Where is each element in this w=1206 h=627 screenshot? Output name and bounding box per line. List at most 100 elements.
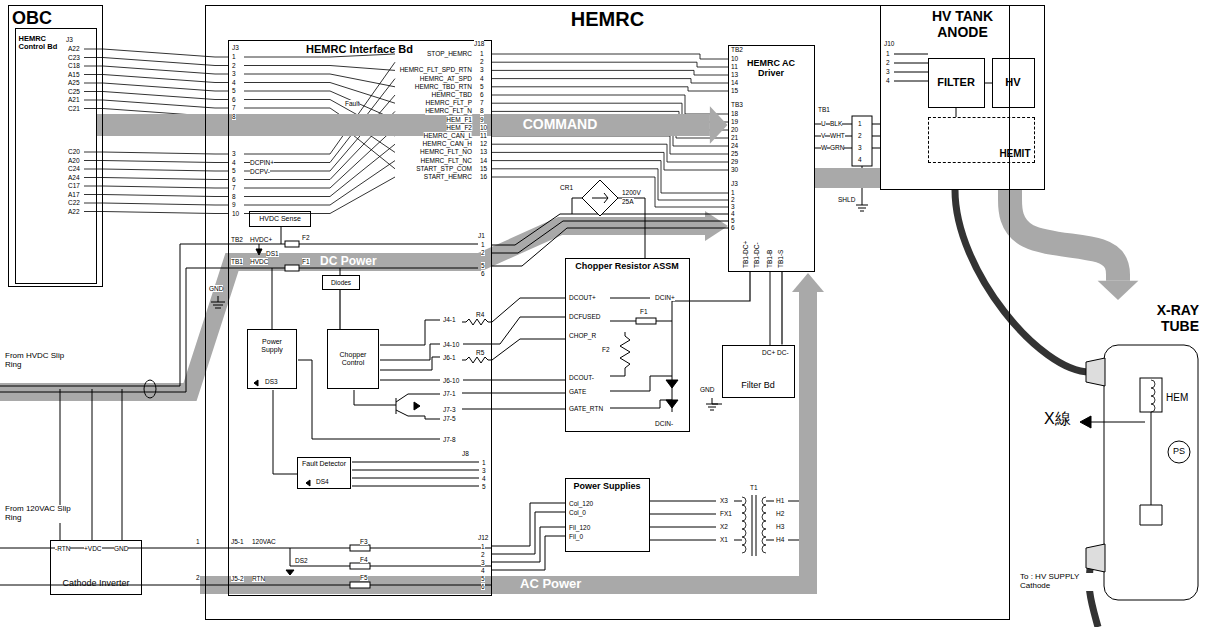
signal-label: DS4 <box>316 478 329 485</box>
signal-label: TB1 <box>818 106 830 113</box>
signal-label: 3 <box>232 70 236 77</box>
chopper-wire <box>666 380 678 388</box>
signal-label: V <box>821 132 825 139</box>
signal-label: J18 <box>474 40 484 47</box>
signal-label: C22 <box>68 199 80 206</box>
x-ray-tube-body <box>1140 378 1162 412</box>
signal-label: A25 <box>68 79 80 86</box>
signal-label: 7 <box>480 99 484 106</box>
signal-band <box>1010 190 1118 281</box>
signal-label: TB3 <box>731 101 743 108</box>
signal-wire <box>84 152 228 154</box>
x-ray-tube-body <box>1080 345 1198 600</box>
signal-wire <box>1151 380 1155 412</box>
node-title: Fault Detector <box>302 460 346 468</box>
computer-box: HEMRC Control BdOBC <box>8 5 103 287</box>
signal-label: HEM_F2 <box>446 124 472 131</box>
signal-label: F4 <box>360 556 368 563</box>
signal-label: R4 <box>476 311 484 318</box>
signal-label: 2 <box>480 58 484 65</box>
signal-label: X3 <box>720 497 728 504</box>
control-circuit: Chopper Control <box>327 329 379 389</box>
flow-label: DC Power <box>320 255 377 268</box>
signal-wire <box>762 497 766 553</box>
signal-label: 5 <box>482 483 486 490</box>
signal-label: 11 <box>480 132 487 139</box>
connector <box>782 272 783 345</box>
signal-wire <box>492 62 728 67</box>
signal-label: DCOUT+ <box>569 294 596 301</box>
signal-label: GRN <box>830 144 844 151</box>
power-band <box>705 211 728 241</box>
x-ray-tube-body <box>1168 441 1190 463</box>
signal-label: F1 <box>302 258 310 265</box>
signal-label: 2 <box>858 132 862 139</box>
signal-wire <box>492 87 728 91</box>
signal-label: 8 <box>232 113 236 120</box>
node-title: Filter Bd <box>741 380 775 390</box>
signal-label: J7-5 <box>443 415 456 422</box>
signal-wire <box>84 178 228 180</box>
signal-wire <box>84 66 228 74</box>
signal-label: 3 <box>858 144 862 151</box>
signal-label: J3 <box>66 36 73 43</box>
control-board: HEMRC Control Bd <box>15 28 97 284</box>
signal-wire <box>244 66 395 71</box>
signal-label: DCOUT- <box>569 374 594 381</box>
signal-label: 1 <box>480 50 484 57</box>
signal-label: 4 <box>482 475 486 482</box>
signal-label: GND <box>114 545 128 552</box>
signal-label: HVDC+ <box>250 236 272 243</box>
signal-label: 16 <box>480 173 487 180</box>
signal-wire <box>492 144 728 162</box>
signal-label: J5-2 <box>231 575 244 582</box>
node-title: X-RAY TUBE <box>1139 302 1199 334</box>
signal-wire <box>492 177 728 207</box>
signal-label: HEMRC_CAN_H <box>423 140 472 147</box>
power-wire <box>770 272 771 345</box>
signal-label: H4 <box>776 536 784 543</box>
signal-label: 1200V <box>622 189 641 196</box>
signal-label: TB1 <box>231 258 243 265</box>
power-wire <box>492 503 565 570</box>
signal-label: H3 <box>776 523 784 530</box>
controller-housing: HVDC SenseDiodesPower SupplyChopper Cont… <box>205 5 1010 620</box>
signal-label: 1 <box>196 538 200 545</box>
flow-label: AC Power <box>520 577 581 591</box>
signal-label: 18 <box>731 110 738 117</box>
signal-label: 1 <box>482 459 486 466</box>
node-title: Power Supplies <box>573 481 640 491</box>
chopper-wire <box>462 339 565 363</box>
x-ray-tube-body <box>1080 416 1091 428</box>
signal-label: J4-10 <box>443 341 459 348</box>
signal-label: 4 <box>481 567 485 574</box>
signal-label: TB2 <box>731 46 743 53</box>
signal-label: RTN <box>252 575 265 582</box>
signal-label: 7 <box>232 184 236 191</box>
signal-label: 21 <box>731 134 738 141</box>
signal-label: HEMRC_TBD <box>432 91 472 98</box>
signal-wire <box>244 74 395 87</box>
signal-label: R5 <box>476 349 484 356</box>
signal-label: DS3 <box>265 378 278 385</box>
signal-label: START_HEMRC <box>424 173 472 180</box>
signal-label: 5 <box>232 87 236 94</box>
signal-label: 2 <box>232 62 236 69</box>
connector-line <box>781 272 782 345</box>
node-title: FILTER <box>937 76 975 89</box>
signal-label: F2 <box>302 234 310 241</box>
signal-label: C25 <box>68 88 80 95</box>
connector-line <box>690 272 751 302</box>
signal-wire <box>84 100 228 108</box>
signal-wire <box>244 177 395 214</box>
signal-wire <box>84 83 228 91</box>
signal-label: F3 <box>360 538 368 545</box>
signal-wire <box>84 92 228 100</box>
signal-label: 19 <box>731 118 738 125</box>
signal-wire <box>84 49 228 57</box>
signal-label: 13 <box>731 71 738 78</box>
signal-label: 20 <box>731 126 738 133</box>
signal-label: 10 <box>731 55 738 62</box>
signal-label: A24 <box>68 174 80 181</box>
signal-label: DCIN- <box>655 420 673 427</box>
